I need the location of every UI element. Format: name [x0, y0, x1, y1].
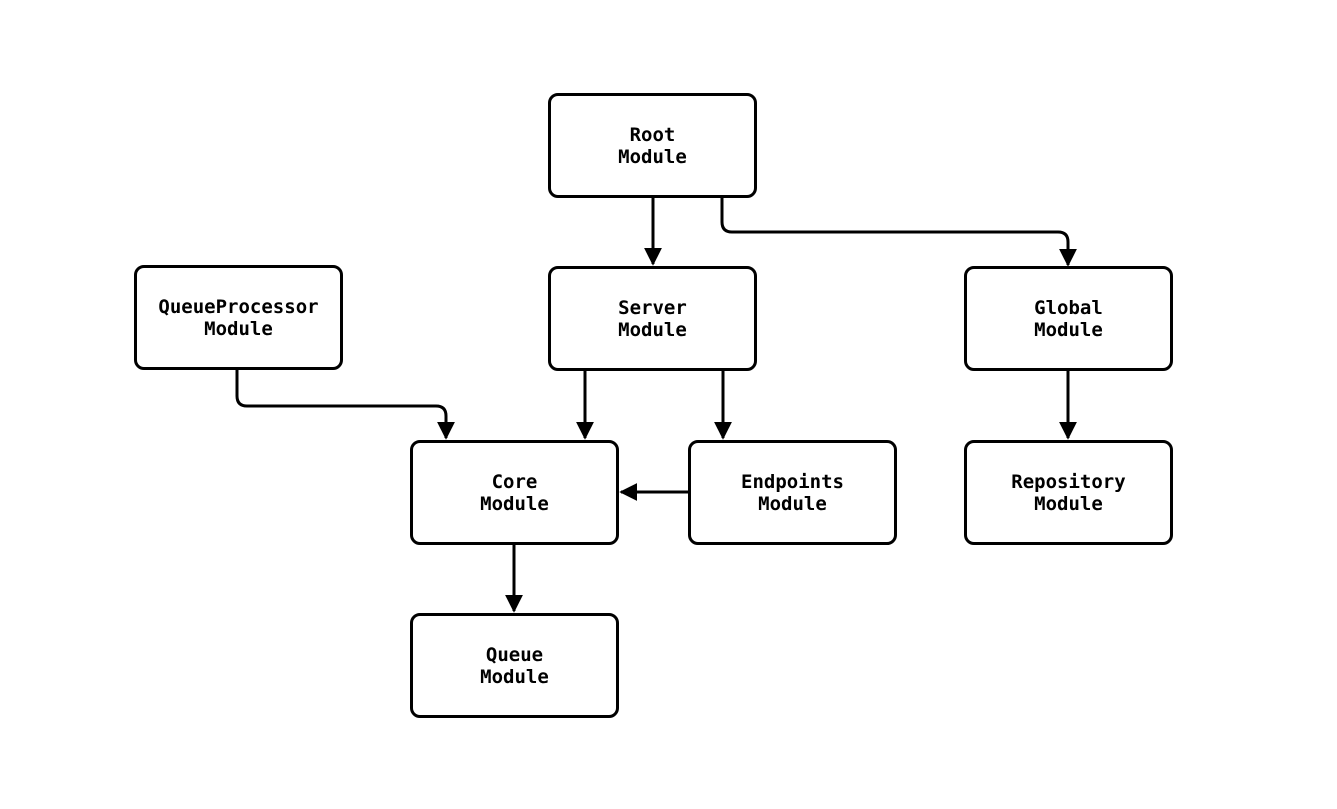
node-repository-module-label: Repository Module [1011, 470, 1126, 515]
node-global-module-label: Global Module [1034, 296, 1103, 341]
node-queueprocessor-module-label: QueueProcessor Module [158, 295, 319, 340]
edge-root-to-global [720, 198, 1077, 267]
node-queue-module-label: Queue Module [480, 643, 549, 688]
node-endpoints-module-label: Endpoints Module [741, 470, 844, 515]
node-global-module: Global Module [964, 266, 1173, 371]
node-core-module: Core Module [410, 440, 619, 545]
node-endpoints-module: Endpoints Module [688, 440, 897, 545]
node-queue-module: Queue Module [410, 613, 619, 718]
node-server-module-label: Server Module [618, 296, 687, 341]
node-server-module: Server Module [548, 266, 757, 371]
node-core-module-label: Core Module [480, 470, 549, 515]
node-queueprocessor-module: QueueProcessor Module [134, 265, 343, 370]
node-root-module: Root Module [548, 93, 757, 198]
node-root-module-label: Root Module [618, 123, 687, 168]
edge-queueprocessor-to-core [235, 370, 455, 440]
node-repository-module: Repository Module [964, 440, 1173, 545]
